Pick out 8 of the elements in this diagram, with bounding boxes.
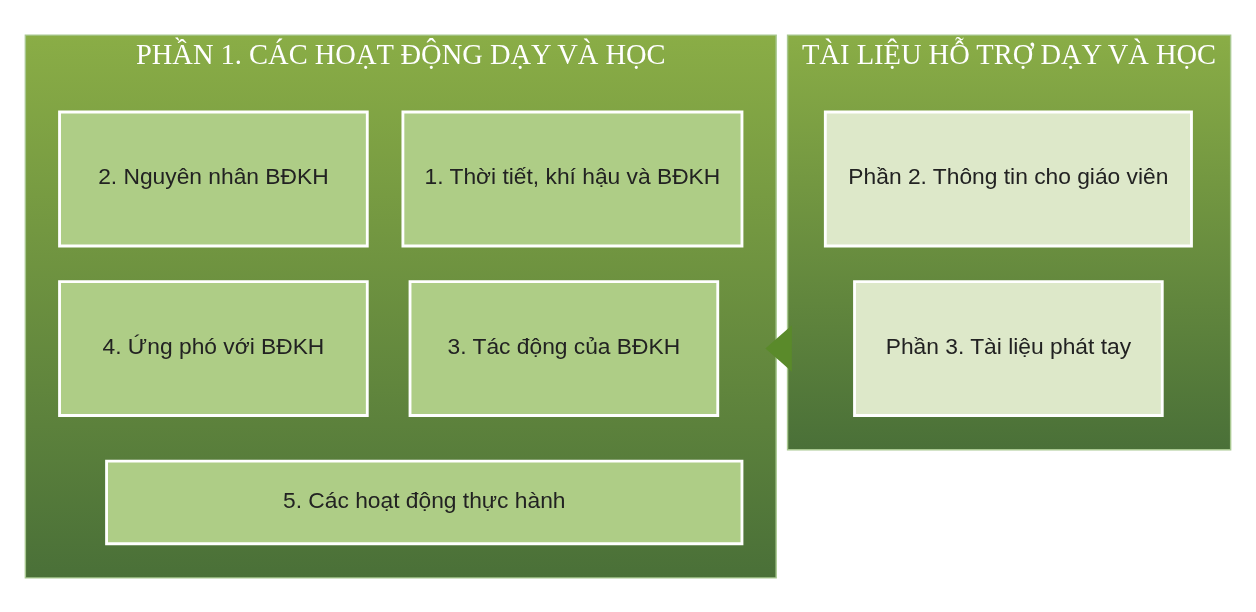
node-box: 2. Nguyên nhân BĐKH <box>58 110 369 247</box>
node-box: 4. Ứng phó với BĐKH <box>58 279 369 417</box>
node-box: Phần 3. Tài liệu phát tay <box>853 279 1164 417</box>
node-box: 3. Tác động của BĐKH <box>408 279 720 417</box>
node-box: 5. Các hoạt động thực hành <box>105 459 744 545</box>
node-box: Phần 2. Thông tin cho giáo viên <box>823 110 1193 247</box>
node-box: 1. Thời tiết, khí hậu và BĐKH <box>401 110 744 247</box>
arrow <box>765 324 792 372</box>
